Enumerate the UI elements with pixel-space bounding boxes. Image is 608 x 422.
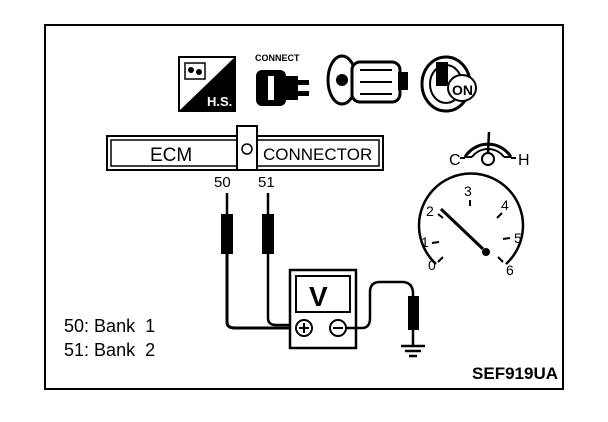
- temperature-gauge-icon: C H: [449, 131, 530, 169]
- legend-bank-1: 50: Bank 1: [64, 316, 155, 337]
- ignition-key-icon: ON: [420, 55, 477, 113]
- engine-icon: [326, 54, 408, 106]
- terminal-labels: 50 51: [214, 174, 275, 191]
- connect-label: CONNECT: [255, 53, 300, 63]
- tach-tick-3: 3: [464, 183, 472, 199]
- probe-50: [221, 193, 290, 330]
- tach-tick-6: 6: [506, 262, 514, 278]
- tach-tick-1: 1: [421, 234, 429, 250]
- legend-text-bank-1: Bank 1: [94, 316, 156, 336]
- voltmeter-icon: V: [288, 268, 358, 350]
- figure-code: SEF919UA: [472, 364, 558, 383]
- ecm-label: ECM: [150, 145, 192, 166]
- temp-cold-label: C: [449, 152, 461, 169]
- connect-plug-icon: CONNECT: [255, 53, 309, 106]
- tach-tick-4: 4: [501, 197, 509, 213]
- hood-switch-icon: H.S.: [178, 56, 236, 112]
- voltmeter-v-label: V: [309, 281, 328, 312]
- terminal-51-label: 51: [258, 174, 275, 191]
- ground-icon: [401, 344, 425, 358]
- tach-tick-0: 0: [428, 257, 436, 273]
- tach-tick-5: 5: [514, 230, 522, 246]
- ecm-connector: ECM CONNECTOR: [106, 125, 384, 171]
- probe-51: [262, 193, 290, 327]
- tach-tick-2: 2: [426, 203, 434, 219]
- connector-label: CONNECTOR: [263, 145, 372, 164]
- legend-bank-2: 51: Bank 2: [64, 340, 155, 361]
- legend-text-bank-2: Bank 2: [94, 340, 156, 360]
- terminal-50-label: 50: [214, 174, 231, 191]
- tachometer-icon: 0 1 2 3 4 5 6: [417, 172, 525, 278]
- legend-terminal-50: 50:: [64, 316, 90, 336]
- ignition-on-label: ON: [452, 82, 473, 98]
- legend-terminal-51: 51:: [64, 340, 90, 360]
- ground-lead: [346, 280, 419, 346]
- hs-label: H.S.: [207, 94, 232, 109]
- temp-hot-label: H: [518, 152, 530, 169]
